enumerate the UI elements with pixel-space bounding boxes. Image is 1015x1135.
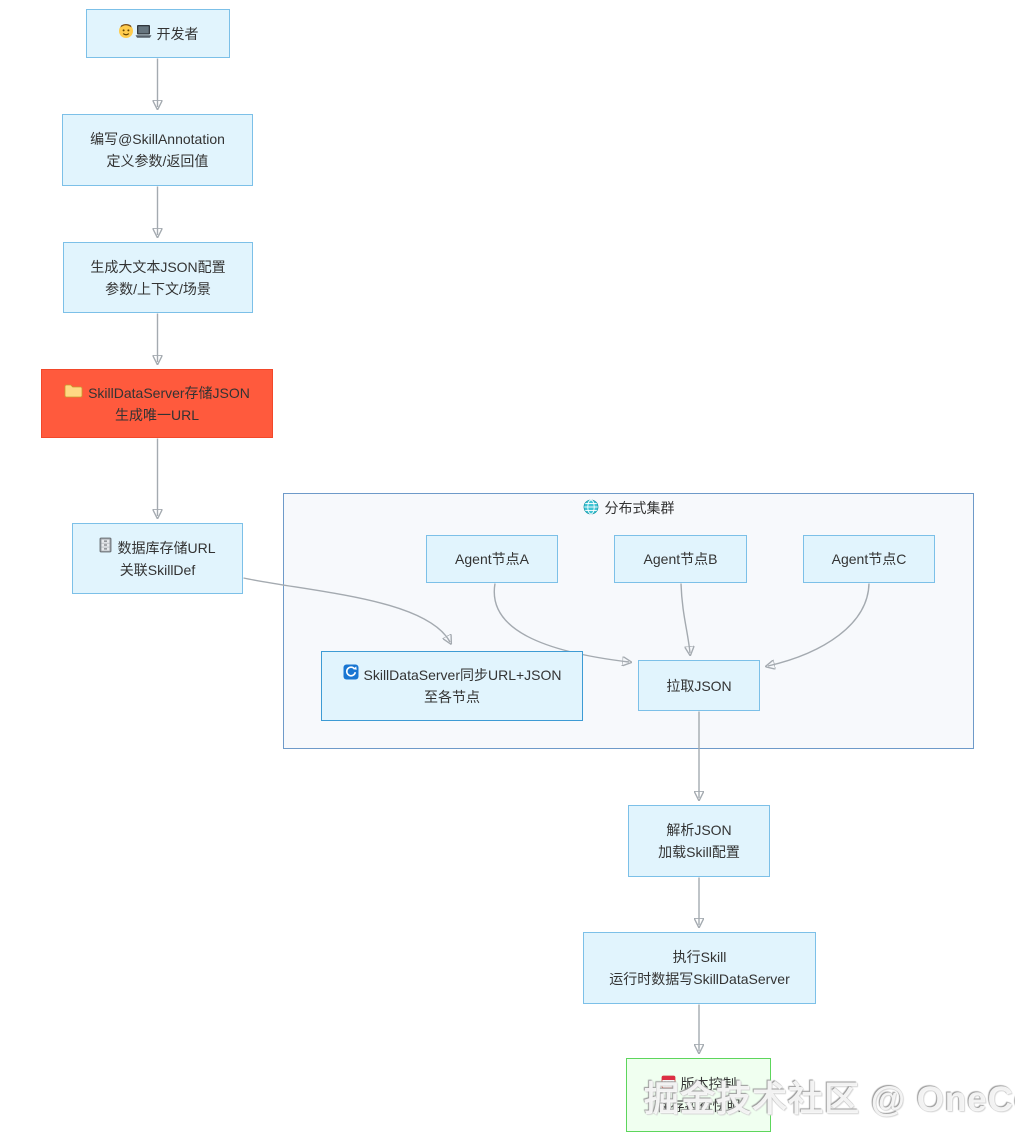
node-label: 生成唯一URL	[114, 406, 199, 423]
node-database-store-url: 数据库存储URL 关联SkillDef	[72, 523, 243, 594]
node-agent-c: Agent节点C	[803, 535, 935, 583]
node-label: 开发者	[156, 25, 199, 42]
node-label: 数据库存储URL	[117, 539, 216, 556]
node-label: 保存执行快照	[656, 1098, 741, 1114]
node-label: 至各节点	[424, 689, 480, 705]
man-technologist-icon	[118, 22, 152, 46]
node-label: 定义参数/返回值	[106, 153, 209, 169]
node-developer: 开发者	[86, 9, 230, 58]
node-label: 关联SkillDef	[119, 561, 196, 578]
cluster-label: 分布式集群	[284, 498, 973, 518]
node-label: 版本控制	[680, 1076, 737, 1092]
node-write-annotation: 编写@SkillAnnotation 定义参数/返回值	[62, 114, 253, 186]
node-generate-json-config: 生成大文本JSON配置 参数/上下文/场景	[63, 242, 253, 313]
node-sync-url-json: SkillDataServer同步URL+JSON 至各节点	[321, 651, 583, 721]
node-label: 加载Skill配置	[658, 844, 740, 860]
node-label: 解析JSON	[666, 822, 732, 838]
cluster-title: 分布式集群	[604, 500, 675, 516]
node-label: Agent节点C	[831, 551, 907, 567]
node-parse-json: 解析JSON 加载Skill配置	[628, 805, 770, 877]
edge-agentc-pull	[768, 583, 870, 667]
globe-icon	[583, 499, 599, 518]
node-label: 运行时数据写SkillDataServer	[609, 971, 790, 987]
node-version-snapshot: 版本控制 保存执行快照	[626, 1058, 771, 1132]
node-label: 参数/上下文/场景	[105, 280, 211, 297]
edge-agentb-pull	[680, 583, 690, 654]
version-icon	[661, 1073, 676, 1095]
node-label: 执行Skill	[672, 949, 727, 965]
node-agent-b: Agent节点B	[614, 535, 747, 583]
node-label: SkillDataServer同步URL+JSON	[363, 667, 562, 683]
node-execute-skill: 执行Skill 运行时数据写SkillDataServer	[583, 932, 816, 1004]
folder-icon	[64, 382, 83, 404]
node-label: 拉取JSON	[666, 677, 732, 694]
node-label: 生成大文本JSON配置	[90, 258, 226, 275]
edge-agenta-pull	[493, 583, 629, 663]
edge-db-sync	[243, 577, 451, 642]
node-pull-json: 拉取JSON	[638, 660, 760, 711]
node-skilldataserver-store: SkillDataServer存储JSON 生成唯一URL	[41, 369, 273, 438]
sync-icon	[343, 664, 359, 686]
file-cabinet-icon	[99, 537, 112, 559]
node-label: Agent节点A	[455, 551, 529, 567]
node-label: Agent节点B	[643, 551, 718, 567]
node-label: SkillDataServer存储JSON	[88, 384, 250, 401]
watermark-text: 掘金技术社区 @ OneCodeCN	[644, 1080, 1015, 1119]
node-label: 编写@SkillAnnotation	[90, 131, 225, 147]
node-agent-a: Agent节点A	[426, 535, 558, 583]
